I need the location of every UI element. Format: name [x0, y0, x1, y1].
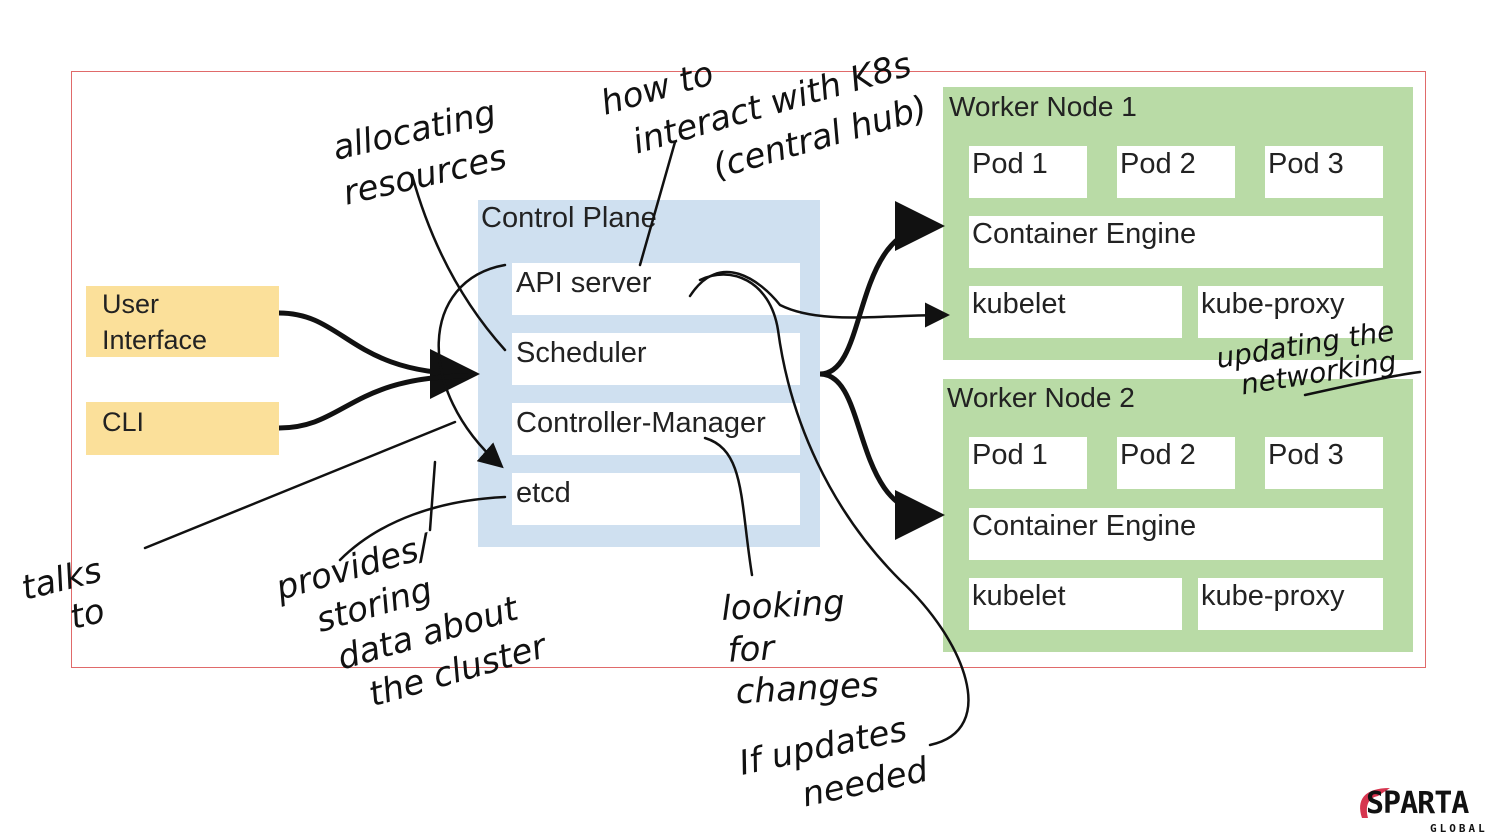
- api-server: API server: [512, 263, 800, 315]
- worker-node-1-pod-2: Pod 2: [1117, 146, 1235, 198]
- control-plane-title: Control Plane: [481, 202, 657, 234]
- cli-box: CLI: [86, 402, 279, 455]
- worker-node-1-container-engine: Container Engine: [969, 216, 1383, 268]
- scheduler: Scheduler: [512, 333, 800, 385]
- user-interface-label-line-2: Interface: [102, 325, 208, 355]
- controller-manager: Controller-Manager: [512, 403, 800, 455]
- user-interface-label-line-1: User: [102, 289, 160, 319]
- note-updates-line-2: needed: [799, 750, 932, 816]
- worker-node-2-pod-2: Pod 2: [1117, 437, 1235, 489]
- worker-node-1-kube-proxy: kube-proxy: [1198, 286, 1383, 338]
- worker-node-1-pod-1: Pod 1: [969, 146, 1087, 198]
- worker-node-2-title: Worker Node 2: [947, 382, 1135, 413]
- note-if-updates-needed: If updates needed: [736, 707, 932, 827]
- cli-label: CLI: [102, 407, 145, 437]
- user-interface-box: User Interface: [86, 286, 279, 357]
- worker-node-2-container-engine: Container Engine: [969, 508, 1383, 560]
- worker-node-2-kubelet: kubelet: [969, 578, 1182, 630]
- logo-subtitle: GLOBAL: [1430, 822, 1488, 835]
- worker-node-2-pod-3: Pod 3: [1265, 437, 1383, 489]
- worker-node-2-kube-proxy: kube-proxy: [1198, 578, 1383, 630]
- worker-node-1-pod-3: Pod 3: [1265, 146, 1383, 198]
- etcd: etcd: [512, 473, 800, 525]
- note-controller-line-3: changes: [735, 665, 880, 712]
- worker-node-2-pod-1: Pod 1: [969, 437, 1087, 489]
- logo-wordmark: SPARTA: [1366, 786, 1469, 821]
- worker-node-1-kubelet: kubelet: [969, 286, 1182, 338]
- note-updates-line-1: If updates: [736, 709, 911, 784]
- worker-node-1-title: Worker Node 1: [949, 91, 1137, 122]
